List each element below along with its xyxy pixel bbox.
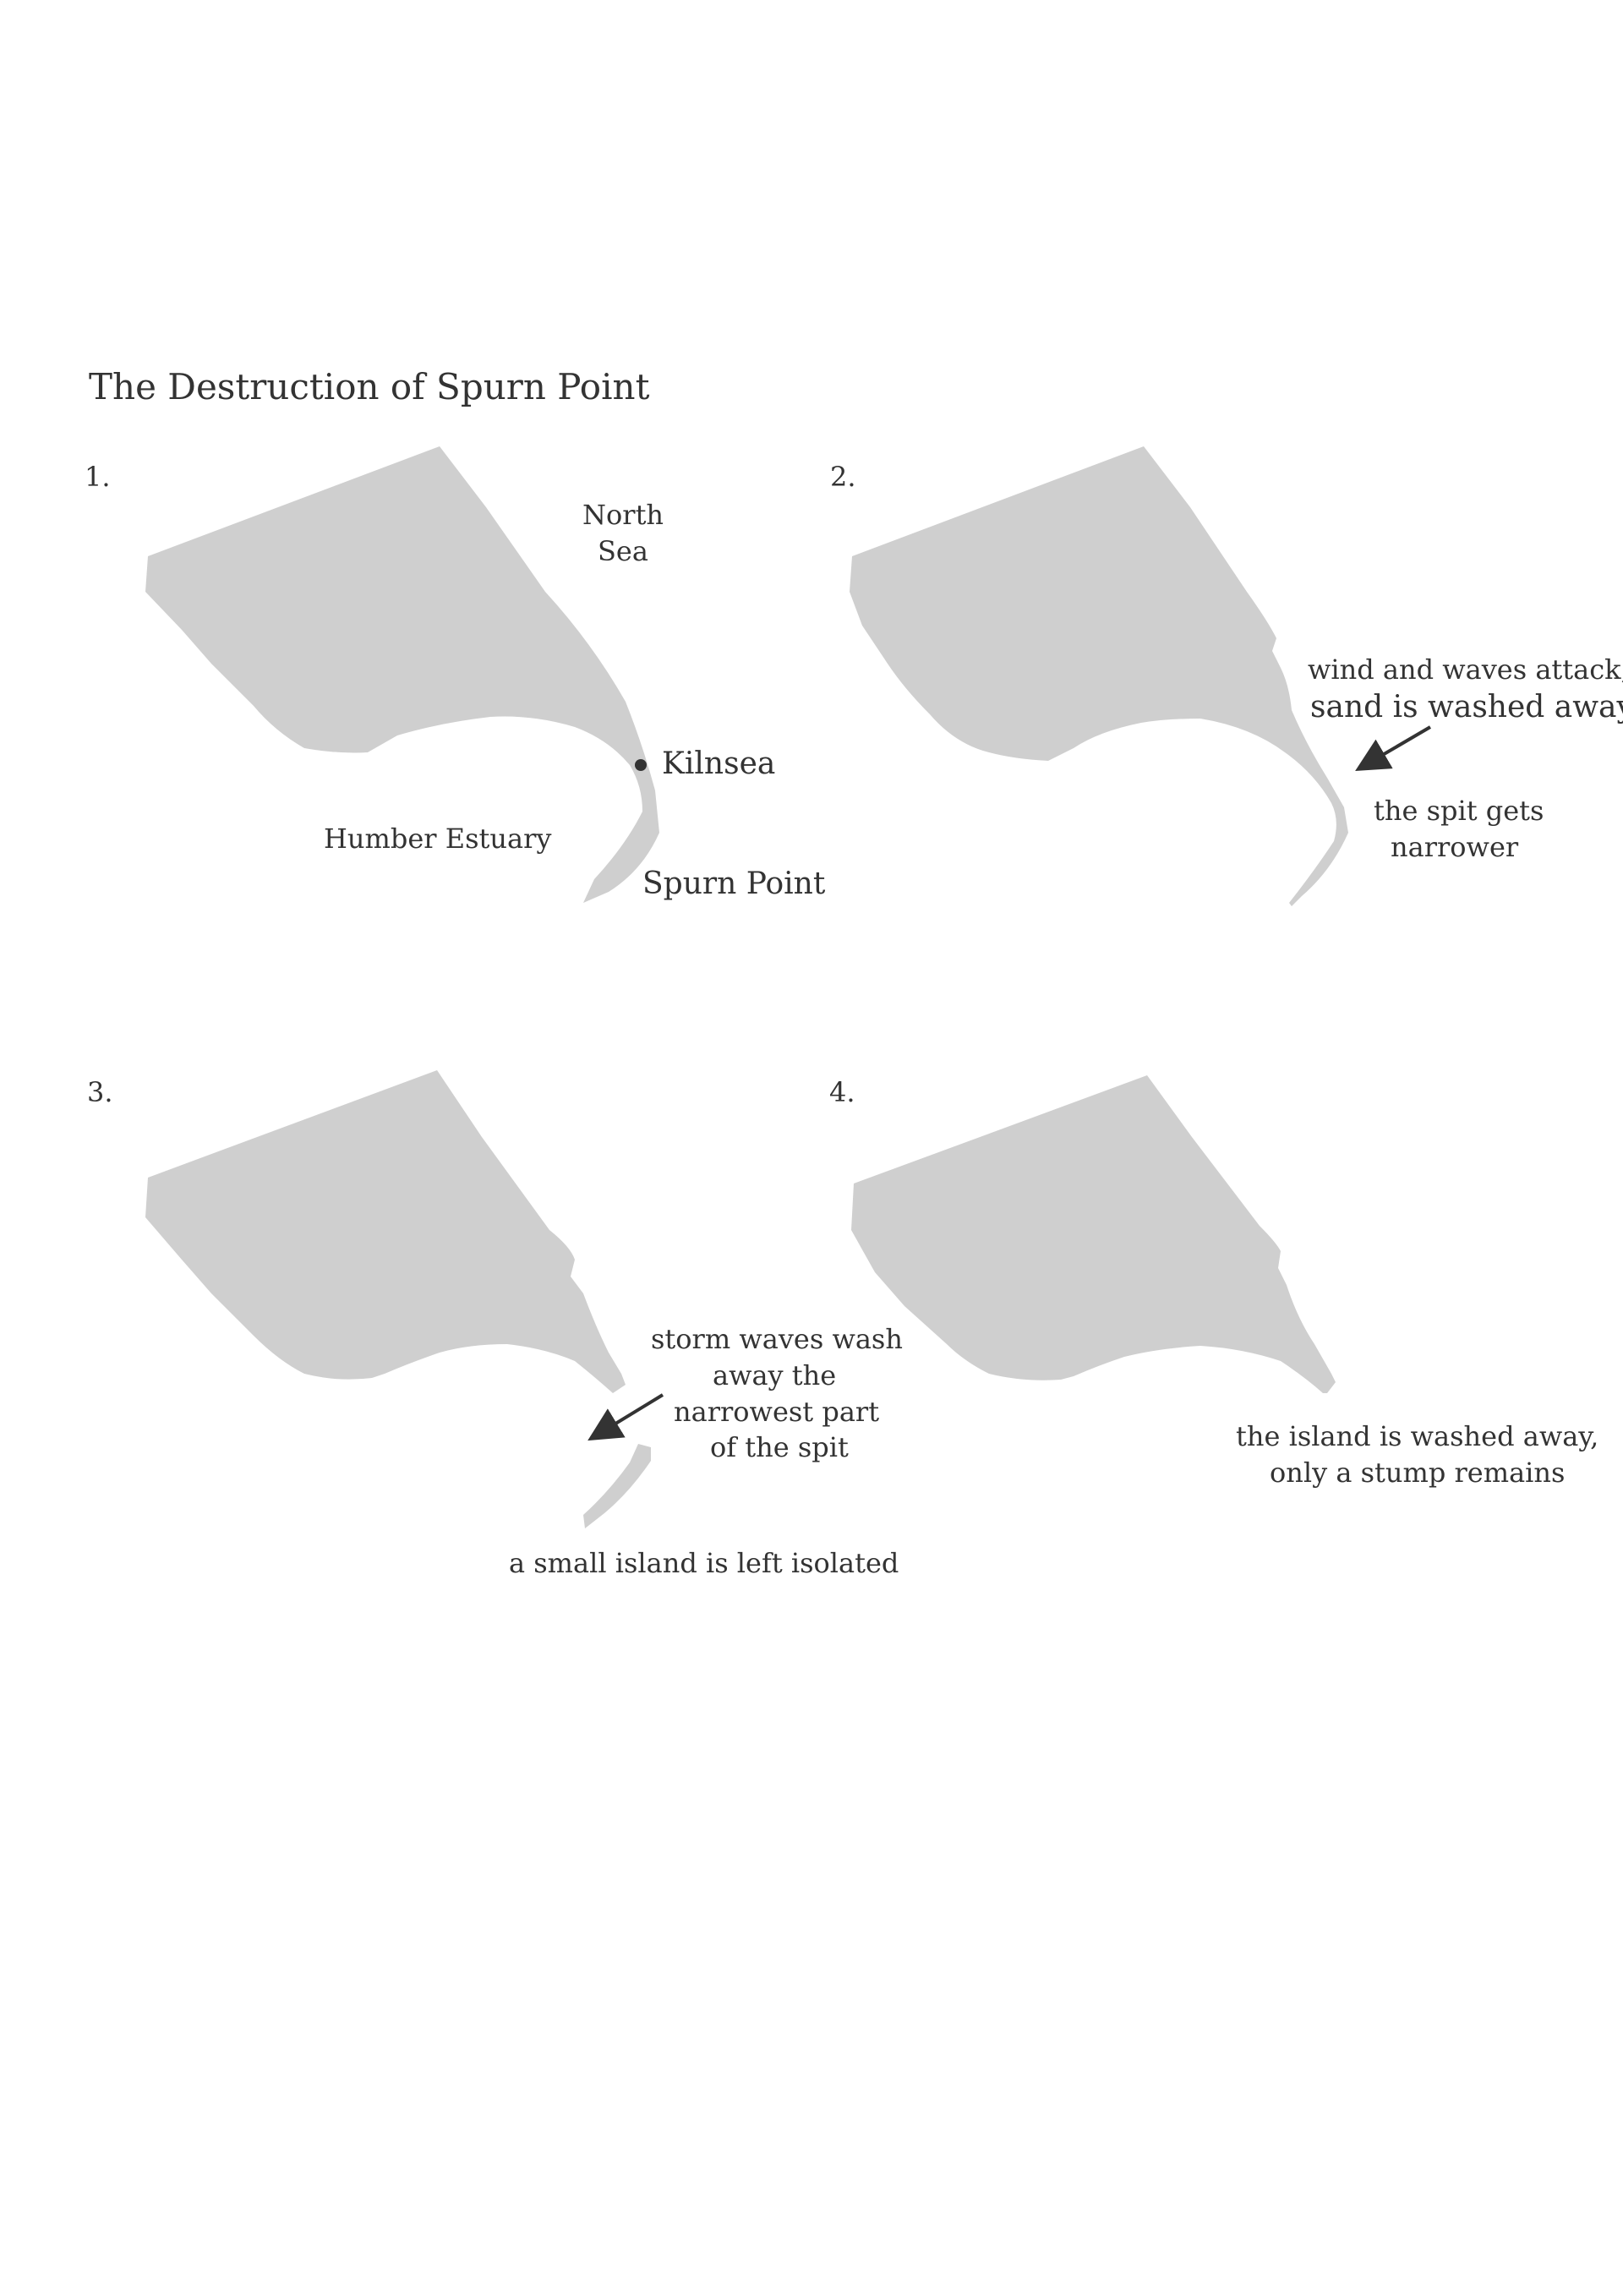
island-isolated-label: a small island is left isolated xyxy=(509,1547,899,1579)
stump-remains-label: only a stump remains xyxy=(1270,1457,1565,1489)
panel-number: 4. xyxy=(829,1076,855,1108)
island-washed-label: the island is washed away, xyxy=(1236,1420,1598,1452)
storm-waves-label: storm waves wash xyxy=(651,1323,903,1355)
kilnsea-marker xyxy=(635,759,647,771)
spurn-point-label: Spurn Point xyxy=(642,866,826,901)
kilnsea-label: Kilnsea xyxy=(662,746,775,781)
storm-waves-label-line4: of the spit xyxy=(710,1431,849,1463)
storm-arrow xyxy=(587,1393,664,1441)
storm-waves-label-line2: away the xyxy=(713,1359,836,1391)
north-sea-label: North xyxy=(582,499,664,531)
spit-narrower-label: the spit gets xyxy=(1374,795,1544,827)
page-title: The Destruction of Spurn Point xyxy=(89,366,650,407)
mainland-shape xyxy=(145,1070,626,1393)
panel-4: 4. the island is washed away, only a stu… xyxy=(829,1075,1598,1489)
erosion-arrow xyxy=(1355,725,1432,772)
wind-waves-label: wind and waves attack, xyxy=(1308,653,1623,686)
panel-3: 3. storm waves wash away the narrowest p… xyxy=(87,1070,903,1579)
panel-number: 2. xyxy=(830,461,856,493)
panel-number: 3. xyxy=(87,1076,113,1108)
sand-washed-label: sand is washed away xyxy=(1310,690,1623,724)
spit-narrower-label-line2: narrower xyxy=(1391,831,1519,863)
isolated-island-shape xyxy=(583,1444,651,1528)
humber-estuary-label: Humber Estuary xyxy=(324,823,551,855)
mainland-shape xyxy=(850,446,1348,906)
panel-1: 1. North Sea Kilnsea Humber Estuary Spur… xyxy=(85,446,826,903)
panel-2: 2. wind and waves attack, sand is washed… xyxy=(830,446,1623,906)
mainland-shape xyxy=(851,1075,1336,1393)
mainland-shape xyxy=(145,446,659,903)
storm-waves-label-line3: narrowest part xyxy=(674,1396,879,1428)
panel-number: 1. xyxy=(85,461,111,493)
north-sea-label-line2: Sea xyxy=(598,535,648,567)
